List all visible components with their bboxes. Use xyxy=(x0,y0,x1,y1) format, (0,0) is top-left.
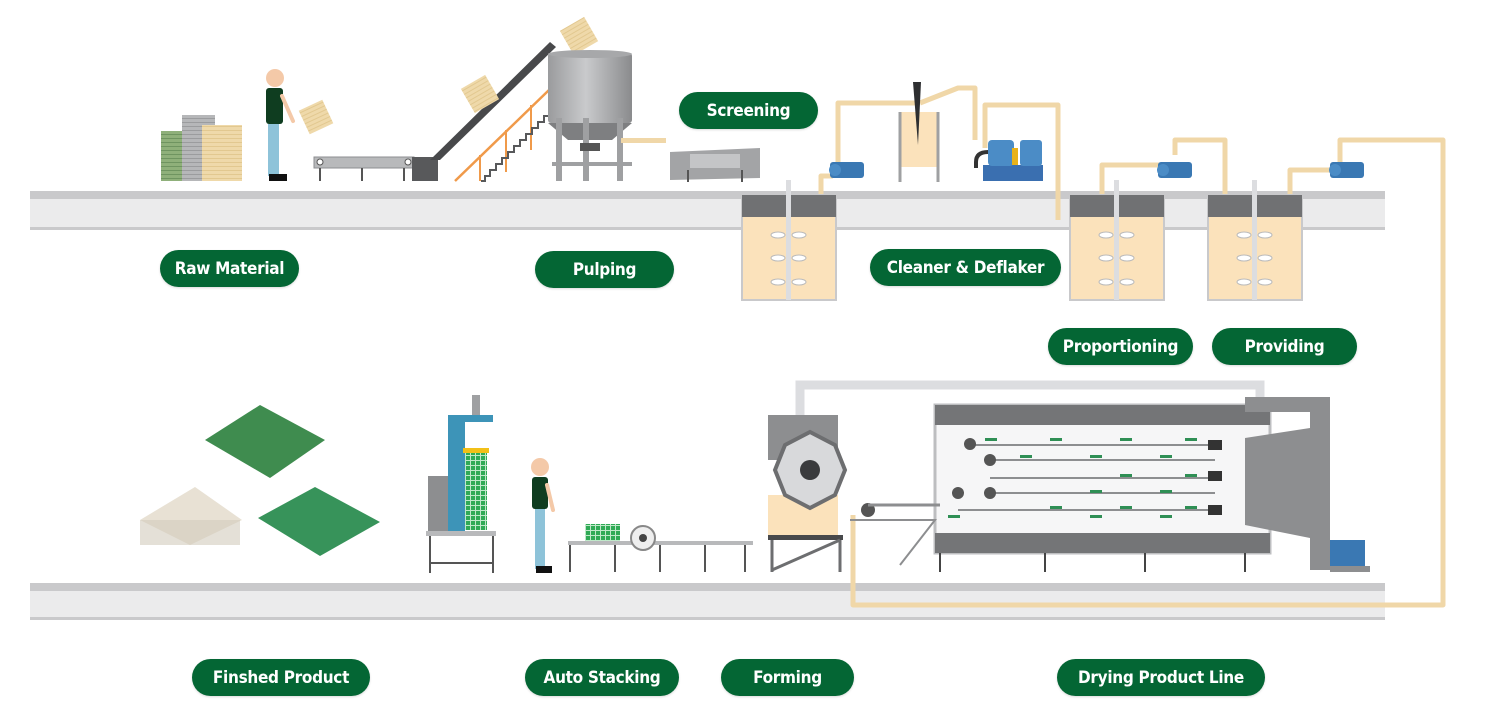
providing-chest xyxy=(1207,180,1303,301)
auto-stacker xyxy=(426,395,496,573)
stage-label-proportioning: Proportioning xyxy=(1048,328,1193,365)
drying-oven xyxy=(795,380,1370,572)
stage-label-drying-product-line: Drying Product Line xyxy=(1057,659,1265,696)
feed-conveyor xyxy=(313,16,599,182)
stage-label-auto-stacking: Auto Stacking xyxy=(525,659,679,696)
stage-label-forming: Forming xyxy=(721,659,854,696)
forming-machine xyxy=(768,415,940,572)
stage-label-cleaner-deflaker: Cleaner & Deflaker xyxy=(870,249,1061,286)
outfeed-conveyor xyxy=(568,524,753,572)
proportioning-chest xyxy=(1069,180,1165,301)
lower-floor xyxy=(30,583,1385,620)
stage-label-raw-material: Raw Material xyxy=(160,250,299,287)
finished-product-trays xyxy=(140,405,380,556)
high-density-cleaner xyxy=(898,82,940,182)
upper-floor xyxy=(30,191,1385,230)
stage-label-screening: Screening xyxy=(679,92,818,129)
raw-material-stacks xyxy=(161,115,242,181)
pump-icon xyxy=(1329,162,1364,178)
worker-figure-lower xyxy=(531,458,555,573)
pump-icon xyxy=(1157,162,1192,178)
worker-figure-upper xyxy=(266,69,334,181)
pulp-chest-1 xyxy=(741,180,837,301)
pump-icon xyxy=(829,162,864,178)
pressure-screen xyxy=(670,148,760,182)
stage-label-pulping: Pulping xyxy=(535,251,674,288)
stage-label-providing: Providing xyxy=(1212,328,1357,365)
pulper-tank xyxy=(548,50,666,181)
pulp-pipes xyxy=(818,85,1446,608)
deflaker xyxy=(974,140,1043,181)
fan-motor xyxy=(1330,540,1365,568)
stage-label-finished-product: Finshed Product xyxy=(192,659,370,696)
